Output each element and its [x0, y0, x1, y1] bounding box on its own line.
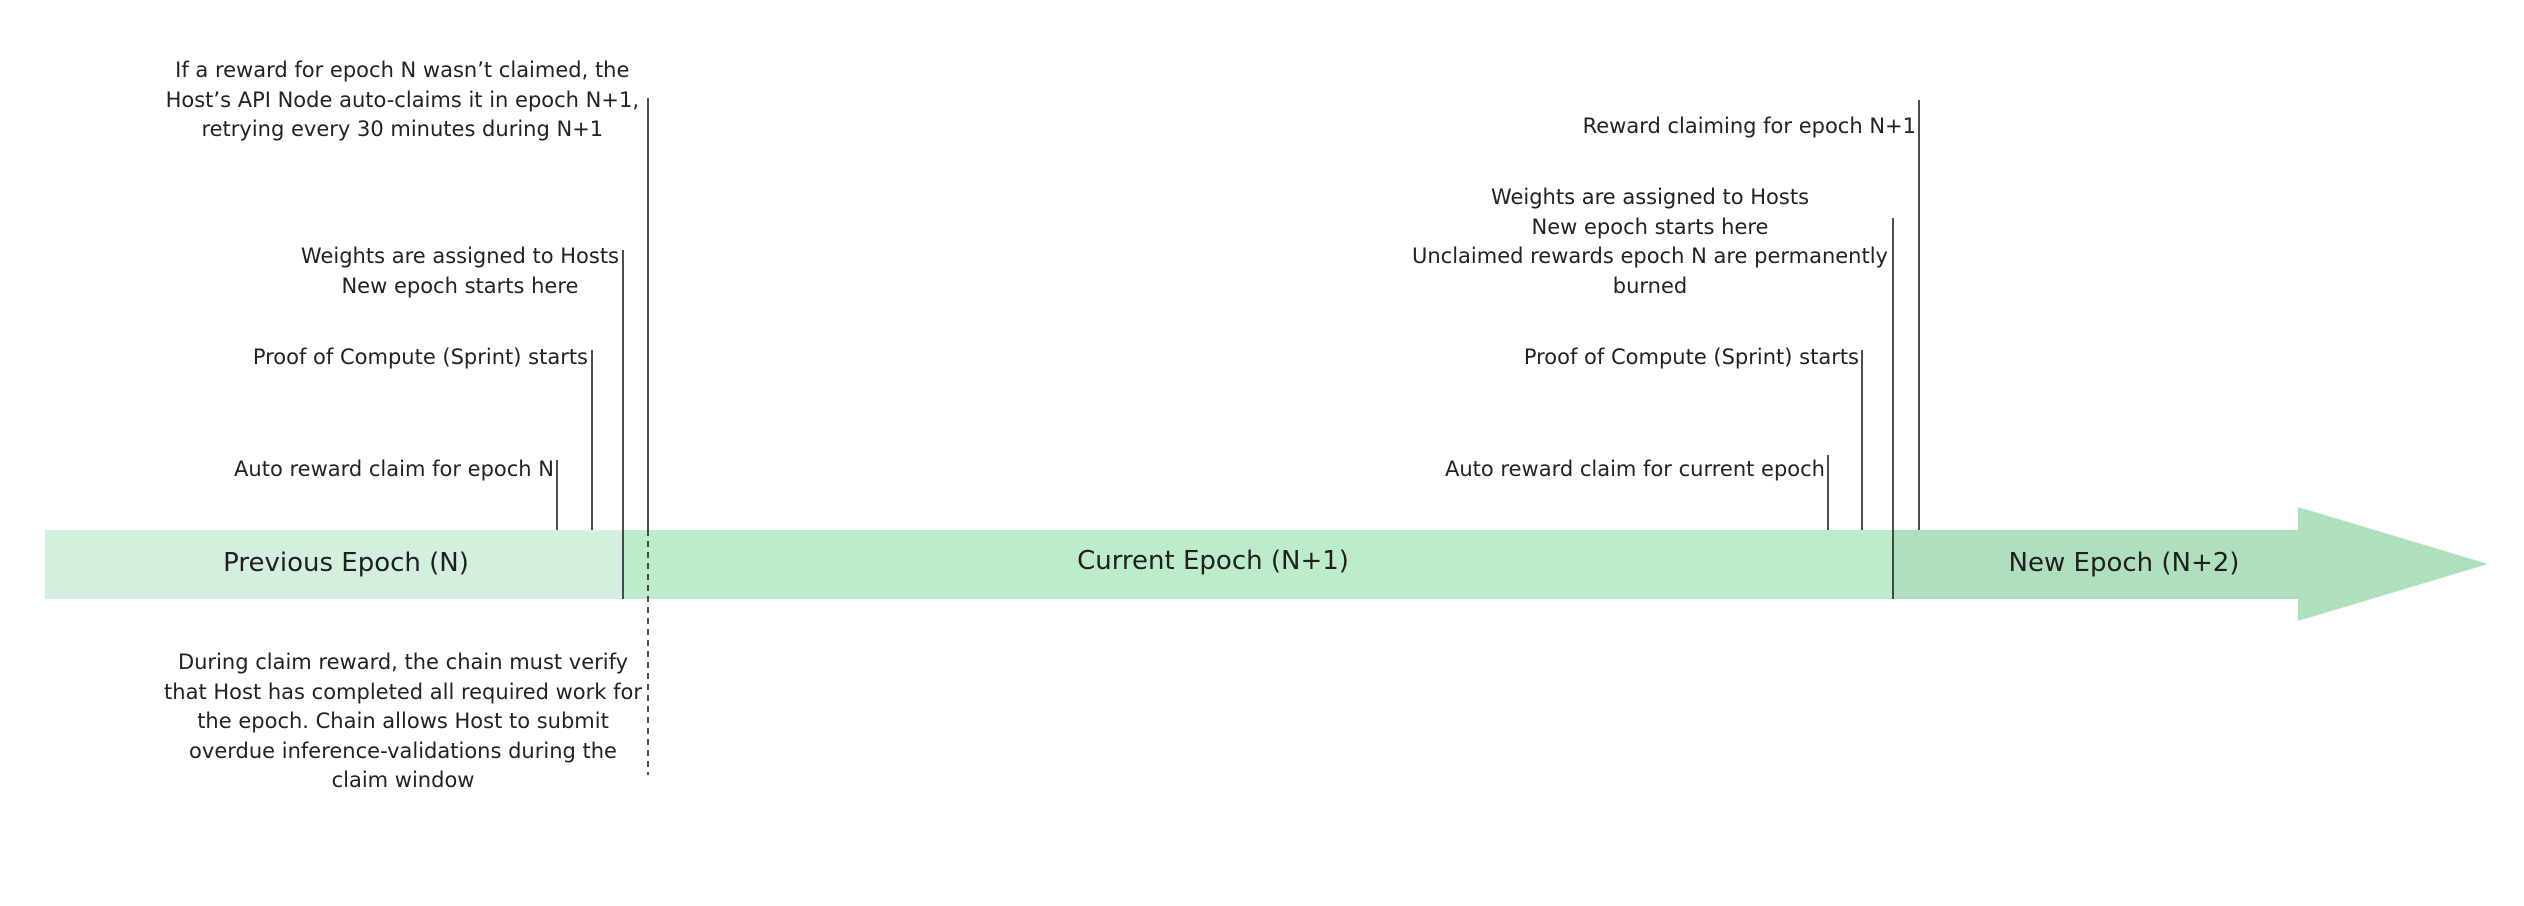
- new-epoch-arrow: [1893, 507, 2488, 621]
- retry-claim-note: If a reward for epoch N wasn’t claimed, …: [166, 56, 639, 145]
- weights-assigned-left: Weights are assigned to Hosts New epoch …: [301, 242, 619, 301]
- new-epoch-label: New Epoch (N+2): [2008, 548, 2240, 578]
- previous-epoch-label: Previous Epoch (N): [223, 548, 469, 578]
- weights-right-line-1: Weights are assigned to Hosts: [1490, 185, 1810, 209]
- weights-left-line-1: Weights are assigned to Hosts: [300, 244, 619, 268]
- retry-note-line-2: Host’s API Node auto-claims it in epoch …: [165, 87, 639, 112]
- retry-note-line-3: retrying every 30 minutes during N+1: [201, 117, 604, 141]
- current-epoch-label: Current Epoch (N+1): [1077, 546, 1349, 576]
- weights-right-line-2: New epoch starts here: [1531, 214, 1769, 239]
- verify-note-line-5: claim window: [331, 768, 475, 792]
- poc-start-label-right: Proof of Compute (Sprint) starts: [1523, 345, 1859, 369]
- claim-verification-note: During claim reward, the chain must veri…: [164, 648, 642, 796]
- weights-left-line-2: New epoch starts here: [341, 273, 579, 298]
- previous-epoch-band: [45, 530, 623, 599]
- verify-note-line-1: During claim reward, the chain must veri…: [177, 650, 629, 674]
- current-epoch-band: [623, 530, 1893, 599]
- verify-note-line-3: the epoch. Chain allows Host to submit: [197, 709, 609, 733]
- auto-claim-current-label: Auto reward claim for current epoch: [1445, 457, 1825, 481]
- verify-note-line-2: that Host has completed all required wor…: [164, 679, 642, 704]
- poc-start-label-left: Proof of Compute (Sprint) starts: [252, 345, 588, 369]
- reward-claiming-label: Reward claiming for epoch N+1: [1582, 114, 1916, 138]
- weights-right-line-4: burned: [1612, 273, 1688, 298]
- weights-right-line-3: Unclaimed rewards epoch N are permanentl…: [1411, 244, 1888, 268]
- retry-note-line-1: If a reward for epoch N wasn’t claimed, …: [175, 58, 630, 82]
- weights-assigned-right: Weights are assigned to Hosts New epoch …: [1412, 183, 1888, 301]
- verify-note-line-4: overdue inference-validations during the: [189, 738, 617, 763]
- auto-claim-epoch-n-label: Auto reward claim for epoch N: [234, 457, 554, 481]
